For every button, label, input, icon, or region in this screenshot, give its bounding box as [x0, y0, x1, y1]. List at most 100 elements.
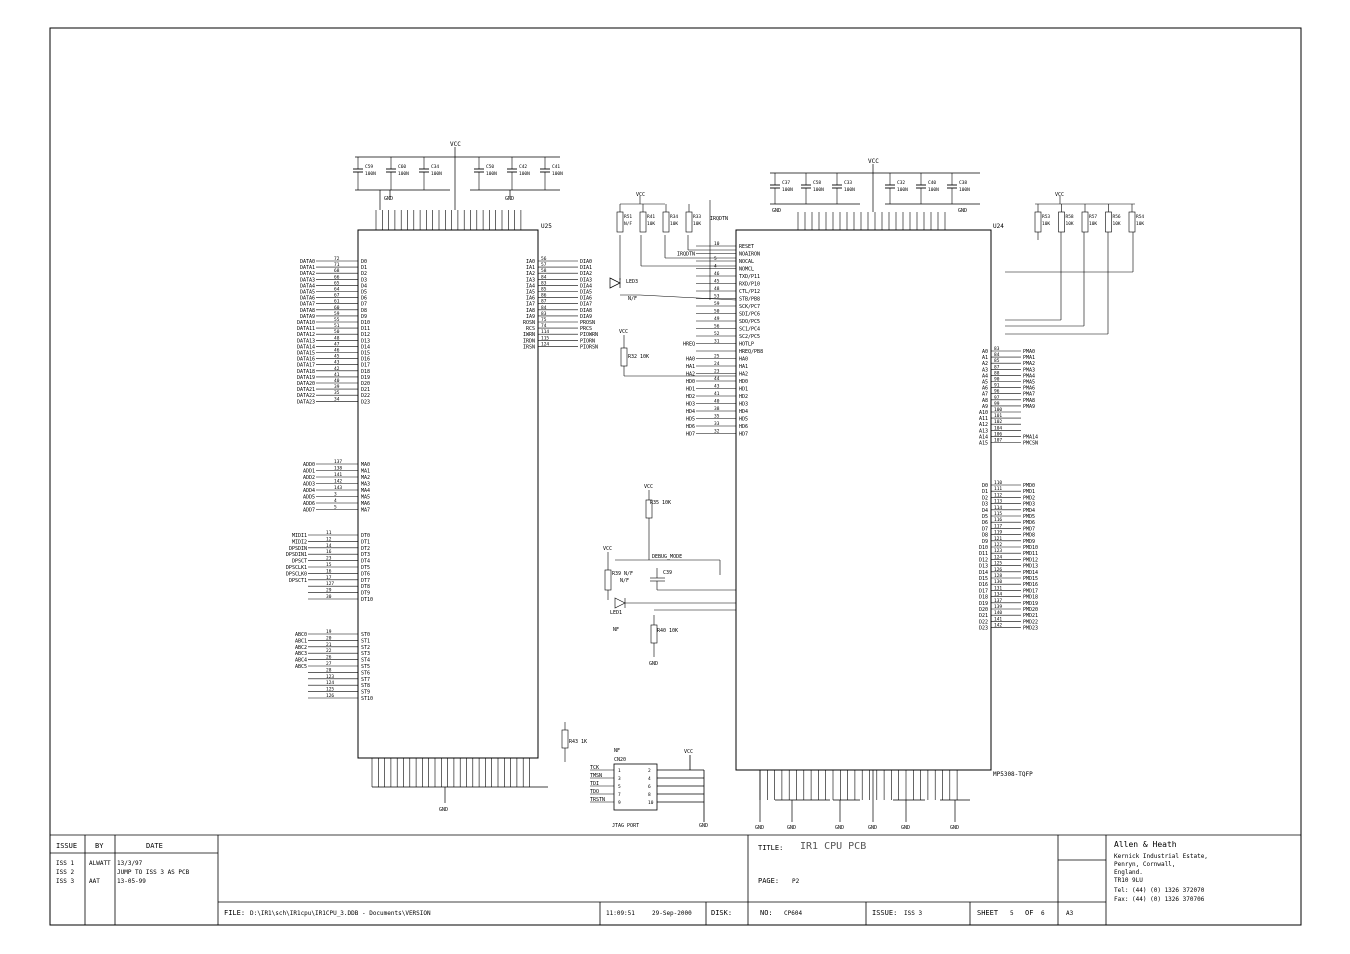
jtag-signal: TCK [590, 765, 599, 771]
u24-ctrl-pin-net: HA0 [686, 357, 695, 363]
rev-row-2-date: JUMP TO ISS 3 AS PCB [117, 869, 190, 876]
no-value: CP604 [784, 910, 803, 917]
top-vcc: VCC [636, 192, 645, 198]
u24-data-pin-num: 112 [994, 492, 1002, 498]
sheet-border [49, 27, 1302, 926]
u25-ia-pin-name: IA9 [526, 314, 535, 320]
u24-data-pin-num: 115 [994, 511, 1002, 517]
u25-ma-pin-net: ADD2 [303, 475, 315, 481]
u25-data-pin-name: D16 [361, 357, 370, 363]
u24-data-pin-num: 124 [994, 554, 1002, 560]
u25-ma-pin-name: MA3 [361, 482, 370, 488]
u25-data-pin-net: DATA8 [300, 308, 315, 314]
u24-ctrl-pin-num: 46 [714, 271, 720, 277]
c39-label: C39 [663, 570, 672, 576]
u24-data-pin-num: 125 [994, 561, 1002, 567]
u25-ia-pin-num: 83 [541, 311, 547, 317]
u24-data-pin-name: D8 [982, 533, 988, 539]
u25-ia-pin-num: 74 [541, 323, 547, 329]
u25-ma-pin-name: MA4 [361, 488, 370, 494]
u25-data-pin-name: D19 [361, 375, 370, 381]
u25-ma-pin-name: MA5 [361, 495, 370, 501]
u24-ctrl-pin-num: 31 [714, 339, 720, 345]
u24-addr-pin-num: 104 [994, 425, 1002, 431]
u24-decoupling [770, 164, 980, 212]
right-wiring [1005, 196, 1135, 335]
u25-data-pin-net: DATA11 [297, 326, 315, 332]
u24-data-pin-num: 128 [994, 573, 1002, 579]
u25-data-pin-num: 67 [334, 293, 340, 299]
rev-row-3-by: AAT [89, 878, 100, 885]
cap-value: 100N [844, 187, 855, 193]
gnd-label-5: GND [901, 825, 910, 831]
jtag-pin-even: 8 [648, 792, 651, 798]
cap-ref: C40 [928, 180, 936, 186]
u24-data-pin-name: D2 [982, 495, 988, 501]
company-name: Allen & Heath [1114, 840, 1177, 849]
u24-data-pin-net: PMD6 [1023, 520, 1035, 526]
res-ref: R53 [1042, 214, 1050, 220]
u24-data-pin-net: PMD13 [1023, 564, 1038, 570]
u25-data-pin-net: DATA1 [300, 265, 315, 271]
u24-ctrl-pin-num: 45 [714, 279, 720, 285]
u24-ctrl-pin-net: HD5 [686, 417, 695, 423]
u25-st-pin-name: ST5 [361, 664, 370, 670]
res-body [639, 211, 647, 233]
u25-data-pin-net: DATA0 [300, 259, 315, 265]
u24-data-pin-name: D6 [982, 520, 988, 526]
u24-data-pin-net: PMD4 [1023, 508, 1035, 514]
right-vcc: VCC [1055, 192, 1064, 198]
u24-ctrl-pin-num: 49 [714, 316, 720, 322]
u24-data-pin-name: D7 [982, 526, 988, 532]
u24-addr-pin-name: A8 [982, 398, 988, 404]
u24-ctrl-pin-name: SC1/PC4 [739, 327, 760, 333]
u25-data-pin-num: 65 [334, 280, 340, 286]
irqdtn-label: IRQDTN [710, 216, 728, 222]
u25-dt-pin-net: DPSCT1 [289, 578, 307, 584]
u24-data-pin-net: PMD23 [1023, 626, 1038, 632]
u24-ctrl-pin-num: 41 [714, 391, 720, 397]
res-body [1034, 211, 1042, 233]
res-ref: R54 [1136, 214, 1144, 220]
u25-ia-pin-num: 84 [541, 274, 547, 280]
u25-ia-pin-num: 115 [541, 335, 549, 341]
u25-ma-pin-name: MA0 [361, 462, 370, 468]
u25-st-pin-name: ST9 [361, 690, 370, 696]
u24-data-pin-name: D5 [982, 514, 988, 520]
u24-caps: C37100NC58100NC33100NC32100NC40100NC3810… [770, 173, 970, 204]
u25-st-pin-name: ST6 [361, 670, 370, 676]
r32-vcc: VCC [619, 329, 628, 335]
u25-ma-pin-net: ADD7 [303, 508, 315, 514]
u25-ma-pin-net: ADD1 [303, 469, 315, 475]
u24-ctrl-pin-name: HD4 [739, 409, 748, 415]
u24-addr-pin-num: 84 [994, 352, 1000, 358]
u24-addr-pin-num: 83 [994, 346, 1000, 352]
res-value: 10K [1089, 221, 1097, 227]
u24-data-pin-num: 140 [994, 610, 1002, 616]
u25-ma-pin-name: MA1 [361, 469, 370, 475]
u25-data-pin-num: 46 [334, 348, 340, 354]
res-ref: R57 [1089, 214, 1097, 220]
u25-data-pin-num: 48 [334, 335, 340, 341]
u25-data-pin-num: 68 [334, 268, 340, 274]
u24-ctrl-pin-num: 43 [714, 384, 720, 390]
u24-ctrl-pin-net: HD2 [686, 394, 695, 400]
u25-data-pin-name: D12 [361, 332, 370, 338]
u25-data-pin-net: DATA16 [297, 357, 315, 363]
u25-dt-pin-name: DT6 [361, 571, 370, 577]
u25-ma-pin-num: 3 [334, 492, 337, 498]
u24-addr-pin-name: A0 [982, 349, 988, 355]
u24-data-pin-net: PMD18 [1023, 595, 1038, 601]
u24-addr-pin-net: PMA9 [1023, 404, 1035, 410]
u24-ctrl-pin-net: HD4 [686, 409, 695, 415]
u24-data-pin-net: PMD7 [1023, 526, 1035, 532]
led-top-nf: N/F [628, 296, 637, 302]
u24-data-pin-num: 134 [994, 592, 1002, 598]
u24-data-pin-net: PMD17 [1023, 588, 1038, 594]
u24-data-pin-net: PMD5 [1023, 514, 1035, 520]
u24-addr-pin-num: 106 [994, 431, 1002, 437]
u25-data-pin-num: 51 [334, 323, 340, 329]
